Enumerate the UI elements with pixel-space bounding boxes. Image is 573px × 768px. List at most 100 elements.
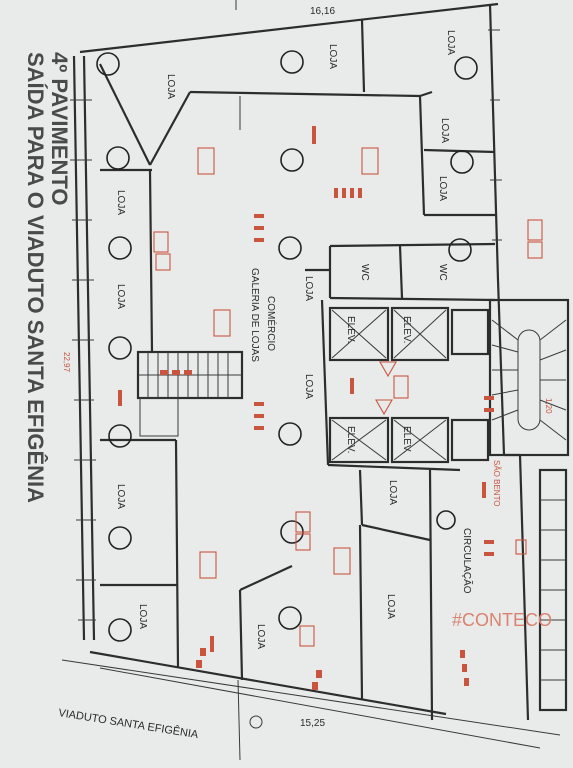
store-label: LOJA [327,44,338,69]
side-stair [538,468,568,712]
elevator-label: ELEV. [345,426,356,453]
column [108,236,132,260]
exit-arrow [350,188,354,198]
store-label: LOJA [439,118,450,143]
hydrant-box [295,511,311,533]
exit-arrow [160,370,168,375]
hydrant-box [515,539,527,555]
exit-arrow [254,238,264,242]
wc-label: WC [359,264,370,281]
columns [96,50,478,642]
hydrant-box [153,231,169,253]
exit-arrow [254,426,264,430]
column [278,422,302,446]
gallery-label-line1: COMÉRCIO [265,296,278,351]
exit-arrow [184,370,192,375]
dimension-bottom: 15,25 [300,718,325,729]
column [96,52,120,76]
hydrant-box [527,241,543,259]
exit-arrow [254,402,264,406]
light-marker [482,482,486,498]
elevator-core [328,306,490,464]
exit-arrow [484,408,494,412]
column [108,424,132,448]
light-marker [312,126,316,144]
elevator-label: ELEV. [401,316,412,343]
exit-subtitle: SAÍDA PARA O VIADUTO SANTA EFIGÊNIA [23,52,48,503]
store-label: LOJA [255,624,266,649]
exit-arrow [254,214,264,218]
hydrant-box [527,219,543,241]
exit-arrow [334,188,338,198]
column [278,606,302,630]
facade-windows [70,29,502,621]
safety-annotations [118,126,543,690]
column [454,56,478,80]
exit-arrow [484,540,494,544]
gallery-label-line2: GALERIA DE LOJAS [249,268,260,362]
exit-arrow [464,678,469,686]
exit-arrow [200,648,206,656]
exit-arrow [484,396,494,400]
column [278,236,302,260]
light-marker [118,390,122,406]
column [108,618,132,642]
sao-bento-label: SÃO BENTO [492,460,501,507]
column [106,146,130,170]
exit-arrow [254,226,264,230]
store-label: LOJA [437,176,448,201]
column [280,50,304,74]
interior-walls [99,19,496,721]
column [108,526,132,550]
hydrant-box [299,625,315,647]
store-label: LOJA [445,30,456,55]
exit-arrow [196,660,202,668]
extinguisher-sign [197,147,215,175]
column [450,150,474,174]
hydrant-box [295,533,311,551]
dimension-left: 22,97 [62,352,71,373]
store-label: LOJA [303,276,314,301]
main-stair [136,350,244,437]
store-label: LOJA [303,374,314,399]
store-label: LOJA [137,604,148,629]
store-label: LOJA [387,480,398,505]
store-label: LOJA [115,284,126,309]
alarm-triangle [375,399,393,416]
light-marker [350,378,354,394]
hydrant-box [155,253,171,271]
section-marker [249,715,263,729]
light-marker [210,636,214,652]
exit-arrow [342,188,346,198]
column [436,510,456,530]
column [108,336,132,360]
exit-arrow [358,188,362,198]
exit-arrow [316,670,322,678]
alarm-triangle [379,361,397,378]
floor-title: 4º PAVIMENTO [47,52,72,206]
exit-arrow [312,682,318,690]
extinguisher-sign [361,147,379,175]
exit-arrow [172,370,180,375]
dimension-stair: 1,20 [544,398,553,414]
plan-title: 4º PAVIMENTO SAÍDA PARA O VIADUTO SANTA … [23,52,72,503]
store-label: LOJA [115,484,126,509]
exit-arrow [460,650,465,658]
column [448,238,472,262]
elevator-label: ELEV. [345,316,356,343]
circulation-label: CIRCULAÇÃO [461,528,474,594]
extinguisher-sign [333,547,351,575]
wc-label: WC [437,264,448,281]
brand-watermark: #CONTECO [452,610,552,630]
extinguisher-sign [199,551,217,579]
extinguisher-sign [213,309,231,337]
store-label: LOJA [385,594,396,619]
elevator-label: ELEV. [401,426,412,453]
exit-arrow [462,664,467,672]
exit-arrow [484,552,494,556]
dimension-top: 16,16 [310,6,335,17]
store-labels: LOJA LOJA LOJA LOJA LOJA LOJA LOJA LOJA … [115,30,456,649]
outer-walls [61,2,561,749]
store-label: LOJA [165,74,176,99]
